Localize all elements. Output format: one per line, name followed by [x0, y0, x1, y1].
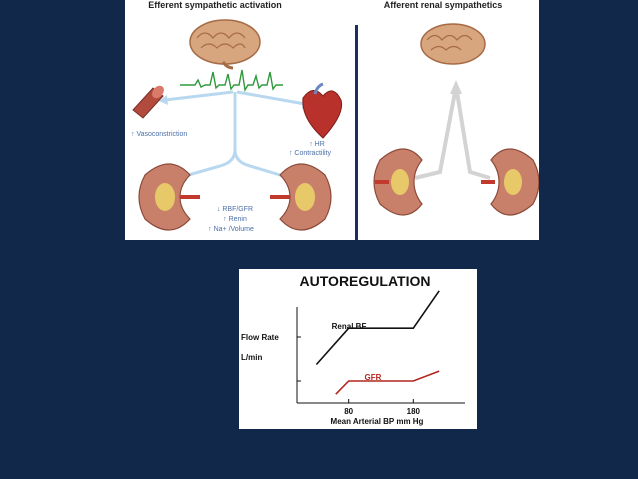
x-tick-label-180: 180 [407, 407, 421, 416]
brain-icon [189, 19, 261, 70]
y-axis-label-line1: Flow Rate [241, 333, 279, 342]
heart-icon [302, 82, 343, 139]
x-tick-label-80: 80 [344, 407, 353, 416]
gfr-series-label: GFR [365, 373, 382, 382]
brain-icon-right [420, 23, 486, 65]
x-axis-ticks: 80 180 [344, 399, 421, 416]
renin-label: ↑ Renin [223, 216, 247, 223]
rbf-gfr-label: ↓ RBF/GFR [217, 206, 253, 213]
vasoconstriction-label: ↑ Vasoconstriction [131, 131, 187, 138]
blood-vessel-icon [132, 85, 164, 119]
left-panel-title: Efferent sympathetic activation [148, 0, 282, 10]
contractility-label: ↑ Contractility [289, 150, 332, 157]
na-volume-label: ↑ Na+ /Volume [208, 226, 254, 233]
y-axis-label-line2: L/min [241, 353, 262, 362]
gfr-series-line [335, 370, 440, 395]
nerve-activity-trace [180, 69, 283, 93]
autoregulation-chart-svg: AUTOREGULATION Flow Rate L/min Mean Arte… [241, 273, 465, 426]
autoregulation-chart: AUTOREGULATION Flow Rate L/min Mean Arte… [239, 269, 477, 429]
hr-label: ↑ HR [309, 141, 325, 148]
right-panel-title: Afferent renal sympathetics [384, 0, 503, 10]
sympathetic-figure: Efferent sympathetic activation Afferent… [125, 0, 539, 240]
renal-bf-series-line [315, 290, 440, 366]
chart-title: AUTOREGULATION [300, 273, 431, 289]
kidney-icon-right-2 [481, 148, 539, 216]
panel-divider [355, 25, 358, 240]
renal-bf-series-label: Renal BF [332, 322, 367, 331]
kidney-icon-right-1 [373, 148, 423, 216]
kidney-icon-left-2 [270, 163, 332, 231]
sympathetic-figure-svg: Efferent sympathetic activation Afferent… [131, 0, 539, 240]
afferent-arrow-head [450, 80, 462, 94]
efferent-arrows [164, 90, 306, 180]
y-axis-ticks [297, 336, 301, 382]
x-axis-label: Mean Arterial BP mm Hg [331, 417, 424, 426]
kidney-icon-left-1 [138, 163, 200, 231]
afferent-arrows [414, 91, 491, 180]
